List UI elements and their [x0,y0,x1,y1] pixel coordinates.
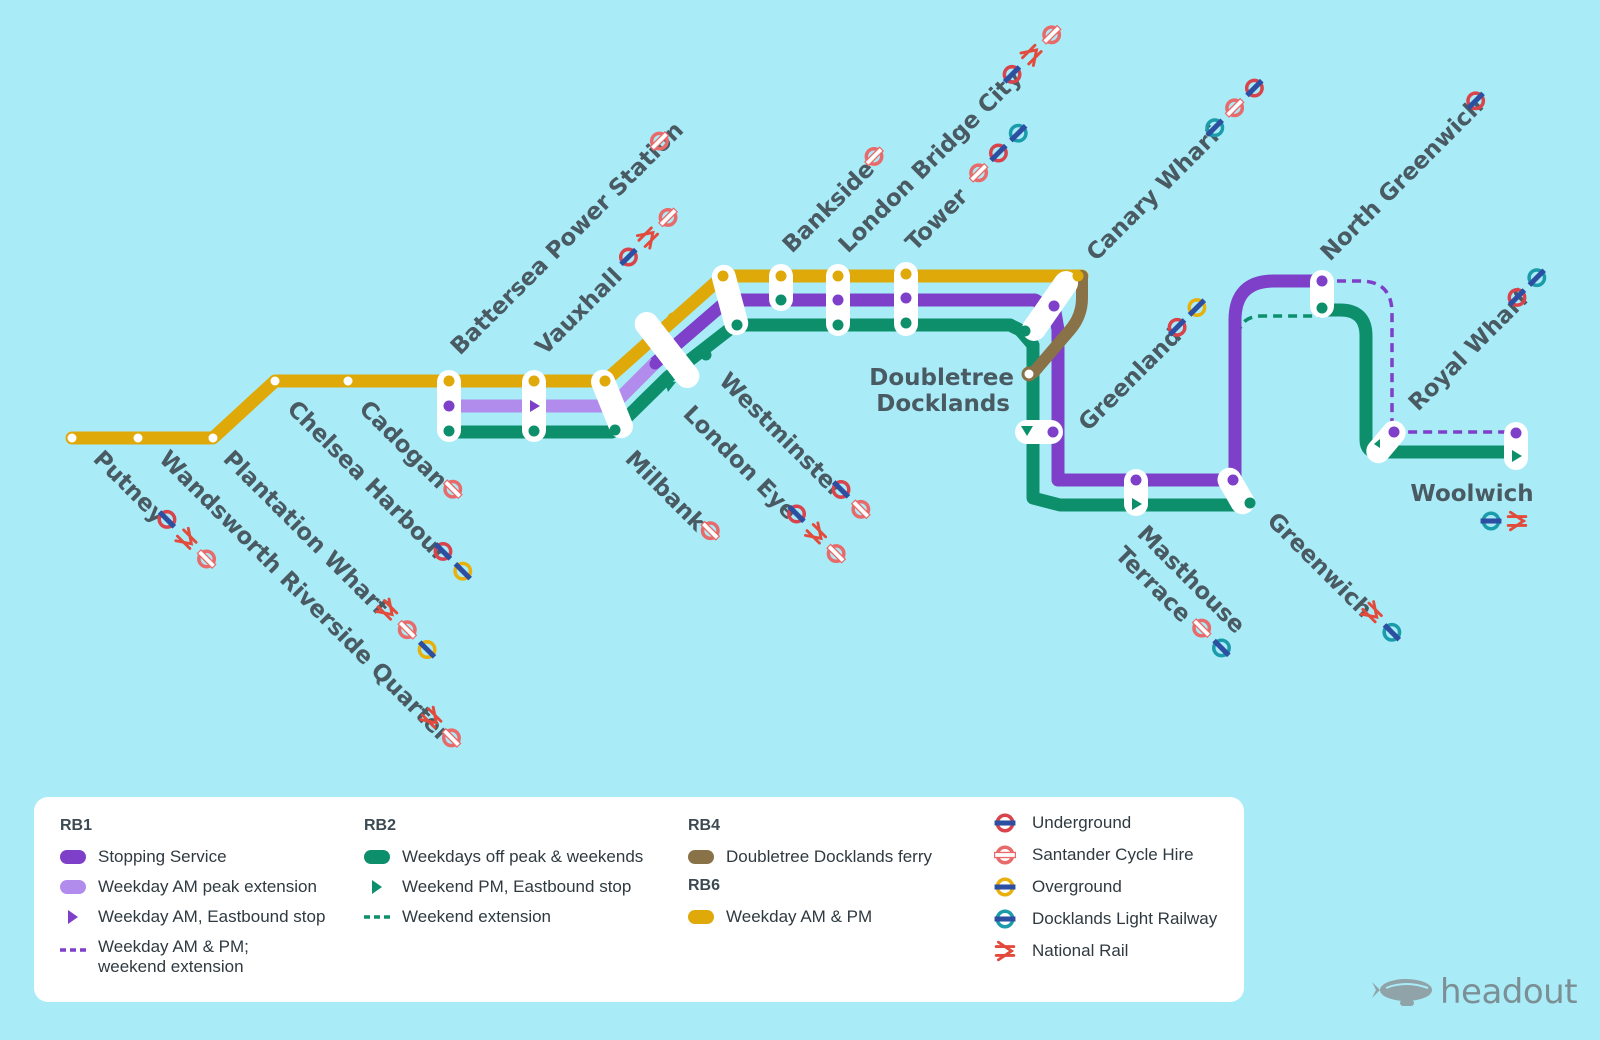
blimp-icon [1372,979,1432,1006]
dashed-line-icon [364,907,402,927]
svg-text:Doubletree: Doubletree [869,365,1014,391]
station-doubletree-docklands: Doubletree Docklands [869,365,1014,417]
legend-label: Santander Cycle Hire [1032,845,1194,864]
legend-swatch [364,847,402,867]
legend-item: Weekday AM & PM;weekend extension [60,937,360,977]
dashed-line-icon [60,937,98,957]
map-legend: RB1 Stopping Service Weekday AM peak ext… [34,797,1244,1002]
legend-item: Doubletree Docklands ferry [688,847,978,867]
station-north-greenwich: North Greenwich [1316,86,1491,266]
legend-label: Weekdays off peak & weekends [402,847,644,866]
legend-label: Doubletree Docklands ferry [726,847,932,866]
station-greenwich: Greenwich [1262,508,1407,647]
legend-item: Weekday AM & PM [688,907,978,927]
svg-text:Milbank: Milbank [620,446,711,537]
legend-item: Docklands Light Railway [994,909,1234,929]
legend-label: Underground [1032,813,1132,832]
svg-text:Greenland: Greenland [1074,323,1187,436]
svg-text:Canary Wharf: Canary Wharf [1082,122,1226,266]
station-masthouse-terrace: Masthouse Terrace [1110,521,1250,663]
legend-label: Weekday AM & PM [726,907,873,926]
cycle-hire-icon [994,845,1032,865]
legend-rb6-title: RB6 [688,877,721,894]
svg-text:Docklands: Docklands [876,391,1010,417]
legend-rb4-title: RB4 [688,817,721,834]
legend-swatch [688,907,726,927]
svg-text:Woolwich: Woolwich [1410,481,1533,507]
legend-swatch [688,847,726,867]
legend-swatch [60,877,98,897]
legend-item: Weekdays off peak & weekends [364,847,674,867]
legend-item: Weekday AM, Eastbound stop [60,907,360,927]
legend-rb4-rb6: RB4 Doubletree Docklands ferry RB6 Weekd… [688,817,978,937]
station-canary-wharf: Canary Wharf [1082,73,1269,266]
station-royal-wharf: Royal Wharf [1404,263,1552,416]
route-rb4-line [1028,270,1088,378]
legend-label: Overground [1032,877,1122,896]
headout-logo: headout [1372,972,1578,1012]
legend-item: Weekend extension [364,907,674,927]
legend-swatch [60,847,98,867]
route-rb2-line [442,318,1242,512]
station-milbank: Milbank [620,446,725,546]
legend-label: National Rail [1032,941,1129,960]
legend-label: Weekday AM peak extension [98,877,317,896]
station-greenland: Greenland [1074,292,1212,436]
legend-label: Stopping Service [98,847,227,866]
legend-rb1-title: RB1 [60,817,93,834]
legend-label: Weekend PM, Eastbound stop [402,877,632,896]
national-rail-icon [994,940,1032,962]
legend-label: Weekday AM & PM;weekend extension [98,937,249,976]
legend-item: Santander Cycle Hire [994,845,1234,865]
triangle-icon [364,877,402,897]
station-woolwich: Woolwich [1410,481,1534,532]
legend-label: Docklands Light Railway [1032,909,1218,928]
legend-item: Stopping Service [60,847,360,867]
legend-label: Weekend extension [402,907,552,926]
station-wandsworth-riverside-quarter: Wandsworth Riverside Quarter [154,446,467,753]
legend-rb1: RB1 Stopping Service Weekday AM peak ext… [60,817,360,987]
svg-text:Westminster: Westminster [714,368,849,503]
stop-markers [67,262,1528,516]
route-rb1-extension-dashed [1322,279,1515,434]
station-putney: Putney [88,446,222,574]
legend-interchanges: Underground Santander Cycle Hire Overgro… [994,813,1234,973]
underground-icon [994,813,1032,833]
svg-text:North Greenwich: North Greenwich [1316,93,1489,266]
legend-rb2-title: RB2 [364,817,397,834]
route-rb2-weekend-extension [1236,314,1322,500]
overground-icon [994,877,1032,897]
svg-text:Greenwich: Greenwich [1262,508,1377,623]
logo-text: headout [1440,972,1578,1012]
legend-item: Weekday AM peak extension [60,877,360,897]
legend-label: Weekday AM, Eastbound stop [98,907,326,926]
svg-text:Wandsworth Riverside Quarter: Wandsworth Riverside Quarter [154,446,456,748]
legend-item: National Rail [994,940,1234,962]
legend-item: Underground [994,813,1234,833]
dlr-icon [994,909,1032,929]
legend-item: Overground [994,877,1234,897]
legend-rb2: RB2 Weekdays off peak & weekends Weekend… [364,817,674,937]
legend-item: Weekend PM, Eastbound stop [364,877,674,897]
triangle-icon [60,907,98,927]
